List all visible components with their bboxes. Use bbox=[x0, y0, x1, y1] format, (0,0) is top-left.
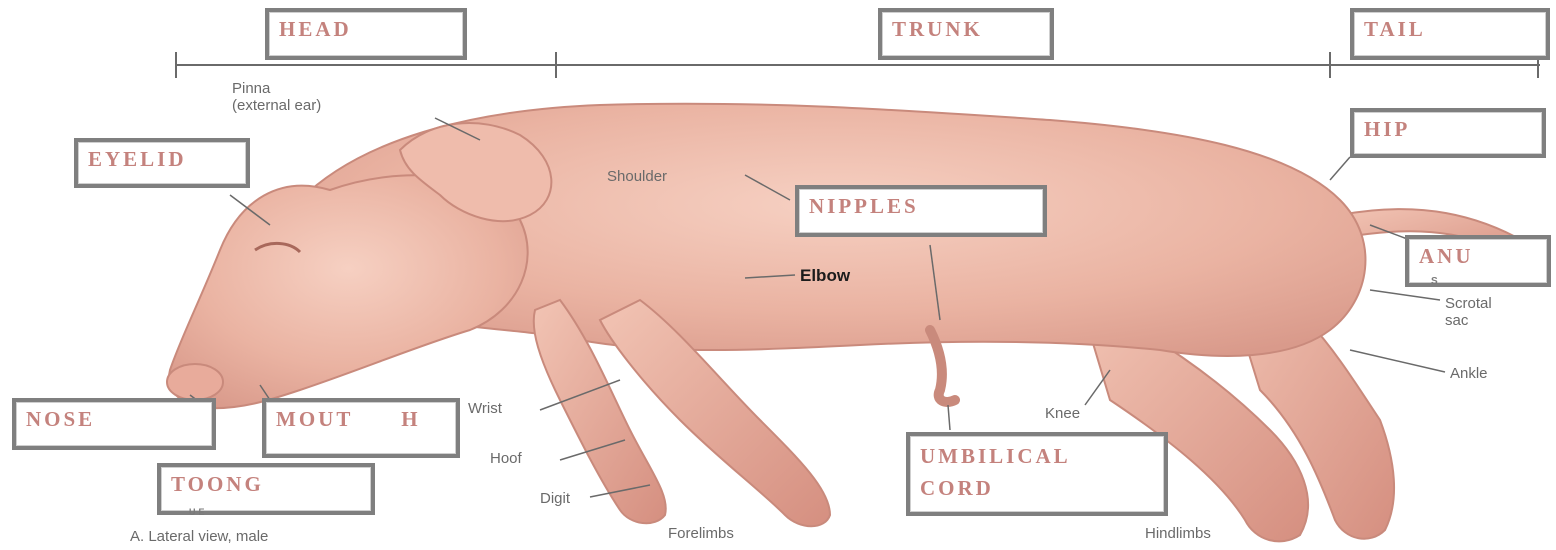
hoof-label: Hoof bbox=[490, 450, 522, 467]
digit-label: Digit bbox=[540, 490, 570, 507]
elbow-label: Elbow bbox=[800, 267, 850, 284]
umbilical-cord-label: UMBILICAL CORD bbox=[906, 432, 1168, 516]
wrist-label: Wrist bbox=[468, 400, 502, 417]
hip-label: HIP bbox=[1350, 108, 1546, 158]
anus-label-text: ANU bbox=[1419, 244, 1474, 268]
anus-label: ANU s bbox=[1405, 235, 1551, 287]
tongue-label-suffix: ue bbox=[189, 499, 208, 525]
eyelid-label: EYELID bbox=[74, 138, 250, 188]
shoulder-label: Shoulder bbox=[607, 168, 667, 185]
region-head-label: HEAD bbox=[265, 8, 467, 60]
forelimbs-label: Forelimbs bbox=[668, 525, 734, 542]
region-tail-label: TAIL bbox=[1350, 8, 1550, 60]
anus-label-suffix: s bbox=[1431, 269, 1441, 295]
knee-label: Knee bbox=[1045, 405, 1080, 422]
nose-label: NOSE bbox=[12, 398, 216, 450]
ankle-label: Ankle bbox=[1450, 365, 1488, 382]
mouth-label: MOUT H bbox=[262, 398, 460, 458]
hindlimbs-label: Hindlimbs bbox=[1145, 525, 1211, 542]
pig-snout bbox=[167, 364, 223, 400]
scrotal-sac-label: Scrotal sac bbox=[1445, 295, 1492, 329]
tongue-label: TOONG ue bbox=[157, 463, 375, 515]
figure-caption: A. Lateral view, male bbox=[130, 528, 268, 545]
region-trunk-label: TRUNK bbox=[878, 8, 1054, 60]
tongue-label-text: TOONG bbox=[171, 472, 264, 496]
pinna-label: Pinna (external ear) bbox=[232, 80, 321, 114]
nipples-label: NIPPLES bbox=[795, 185, 1047, 237]
